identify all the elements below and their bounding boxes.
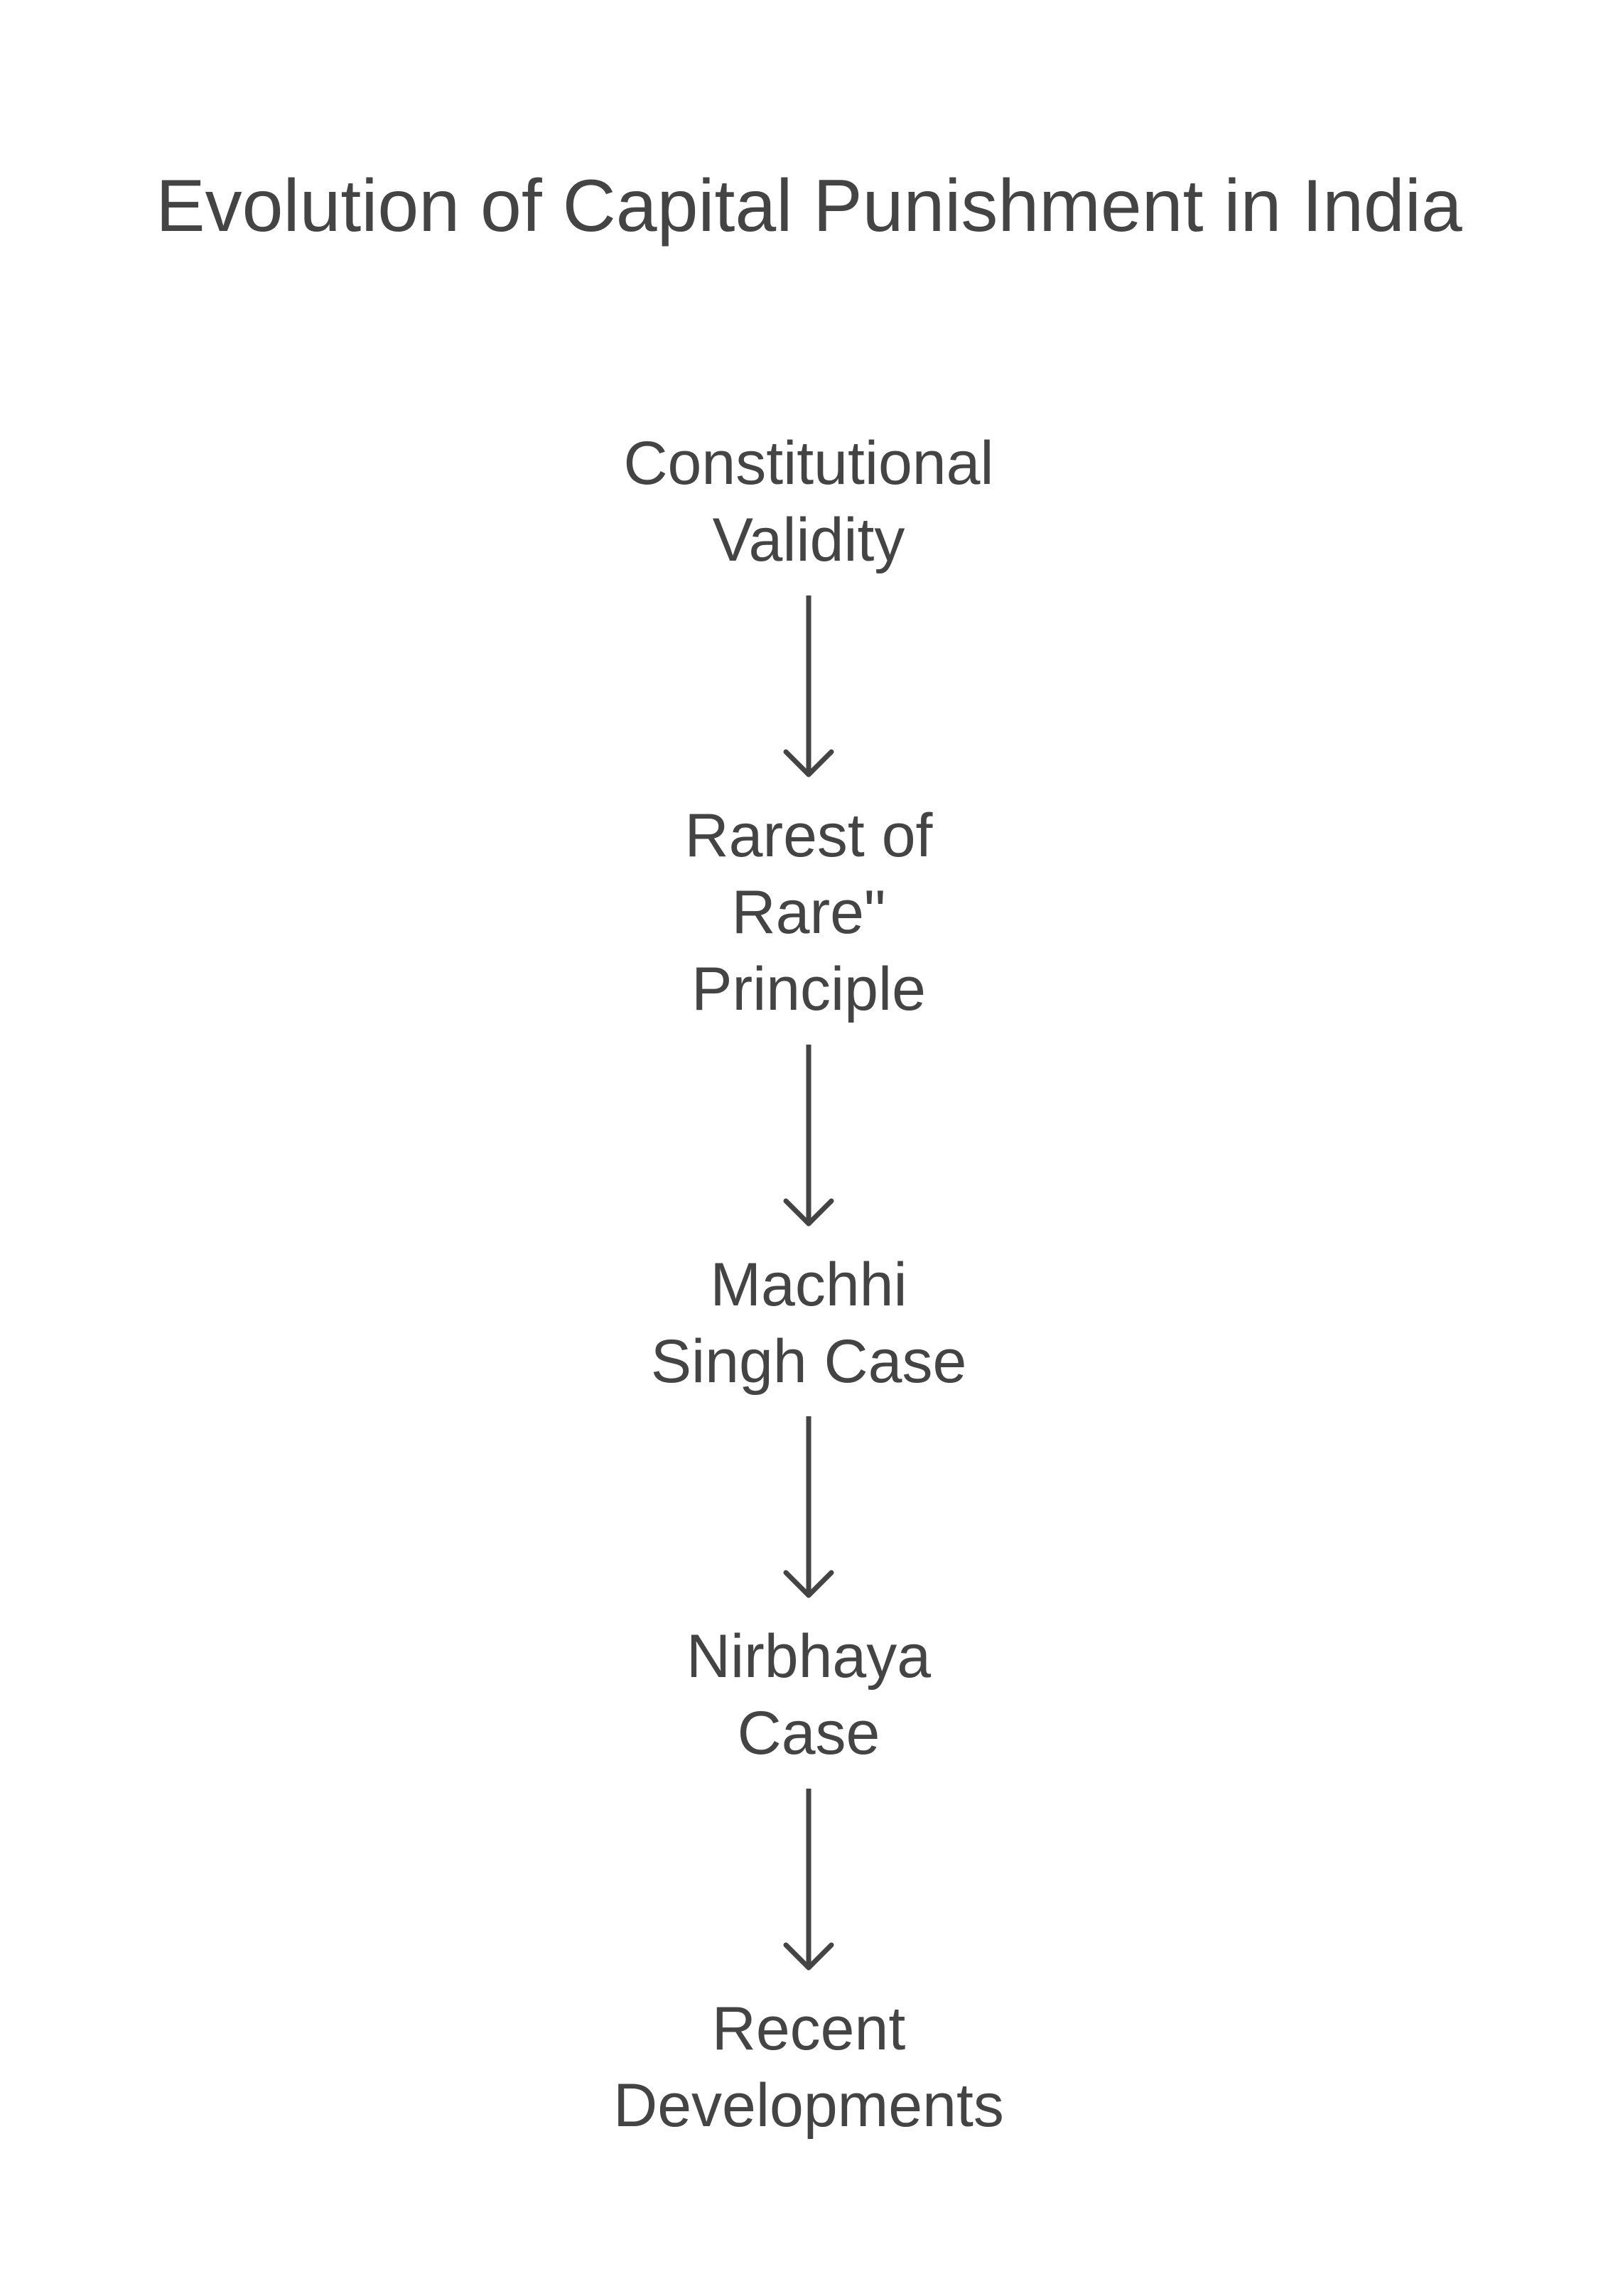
step-label-line: Recent <box>711 1995 906 2063</box>
step-machhi-singh-case: Machhi Singh Case <box>524 1246 1093 1400</box>
step-label-line: Machhi <box>710 1251 907 1319</box>
arrow-down-icon <box>780 1416 837 1601</box>
step-recent-developments: Recent Developments <box>524 1990 1093 2144</box>
arrow-down-icon <box>780 1045 837 1229</box>
arrow-down-icon <box>780 1789 837 1973</box>
step-label-line: Developments <box>613 2071 1004 2140</box>
step-label-line: Rarest of <box>684 802 933 870</box>
step-label-line: Singh Case <box>650 1327 967 1396</box>
step-label-line: Rare" <box>731 878 886 947</box>
step-label-line: Principle <box>691 955 926 1023</box>
diagram-title: Evolution of Capital Punishment in India <box>156 165 1462 247</box>
step-rarest-of-rare: Rarest of Rare" Principle <box>524 797 1093 1028</box>
step-label-line: Constitutional <box>623 429 994 497</box>
step-label-line: Nirbhaya <box>686 1622 932 1691</box>
step-constitutional-validity: Constitutional Validity <box>524 425 1093 578</box>
arrow-down-icon <box>780 595 837 780</box>
step-label-line: Validity <box>712 506 905 574</box>
step-nirbhaya-case: Nirbhaya Case <box>524 1618 1093 1772</box>
step-label-line: Case <box>737 1699 880 1767</box>
